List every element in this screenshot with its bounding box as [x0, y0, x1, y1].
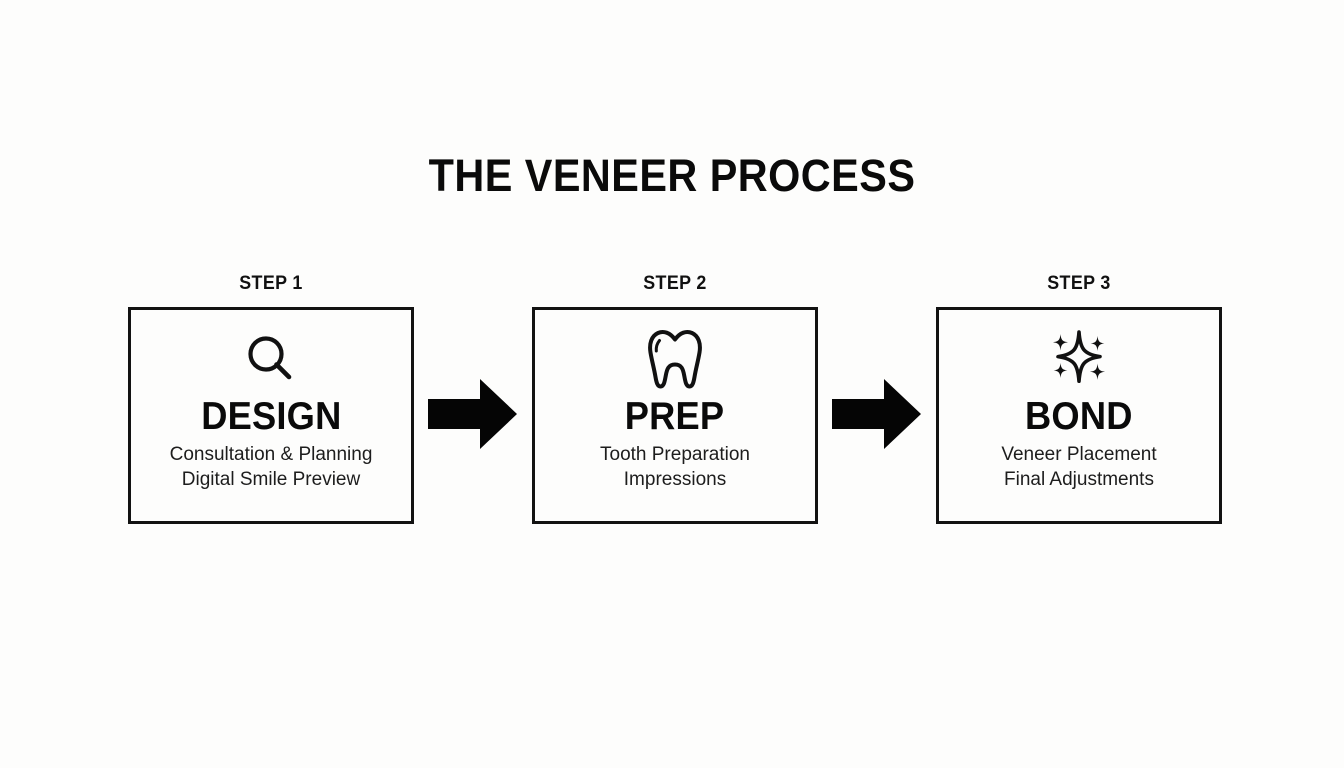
step-3-label: STEP 3: [1047, 273, 1111, 294]
step-3-card[interactable]: BOND Veneer Placement Final Adjustments: [936, 307, 1222, 524]
step-1-line-2: Digital Smile Preview: [181, 469, 361, 490]
connector-1: [418, 272, 528, 524]
step-2-line-1: Tooth Preparation: [600, 444, 750, 465]
right-arrow-icon: [428, 379, 517, 449]
tooth-icon: [646, 328, 704, 390]
step-2-description: Tooth Preparation Impressions: [600, 442, 750, 492]
step-2-line-2: Impressions: [623, 469, 727, 490]
steps-row: STEP 1 DESIGN Consultation & Planning Di…: [128, 272, 1222, 524]
right-arrow-icon: [832, 379, 921, 449]
step-3-line-1: Veneer Placement: [1001, 444, 1157, 465]
step-1-title: DESIGN: [200, 395, 342, 438]
step-3-description: Veneer Placement Final Adjustments: [1001, 442, 1156, 492]
step-2-title: PREP: [625, 395, 725, 438]
step-2-label: STEP 2: [643, 273, 707, 294]
page-title: THE VENEER PROCESS: [428, 150, 916, 201]
step-2-card[interactable]: PREP Tooth Preparation Impressions: [532, 307, 818, 524]
connector-2: [822, 272, 932, 524]
step-2: STEP 2 PREP Tooth Preparation Impression…: [532, 272, 818, 524]
step-3: STEP 3 BOND Veneer Placement Final Adjus…: [936, 272, 1222, 524]
step-3-title: BOND: [1025, 395, 1133, 438]
step-1-label: STEP 1: [239, 273, 303, 294]
magnifying-glass-icon: [241, 328, 301, 390]
step-1-line-1: Consultation & Planning: [169, 444, 373, 465]
sparkle-icon: [1047, 328, 1111, 390]
step-3-line-2: Final Adjustments: [1004, 469, 1154, 490]
step-1: STEP 1 DESIGN Consultation & Planning Di…: [128, 272, 414, 524]
step-1-description: Consultation & Planning Digital Smile Pr…: [170, 442, 373, 492]
step-1-card[interactable]: DESIGN Consultation & Planning Digital S…: [128, 307, 414, 524]
